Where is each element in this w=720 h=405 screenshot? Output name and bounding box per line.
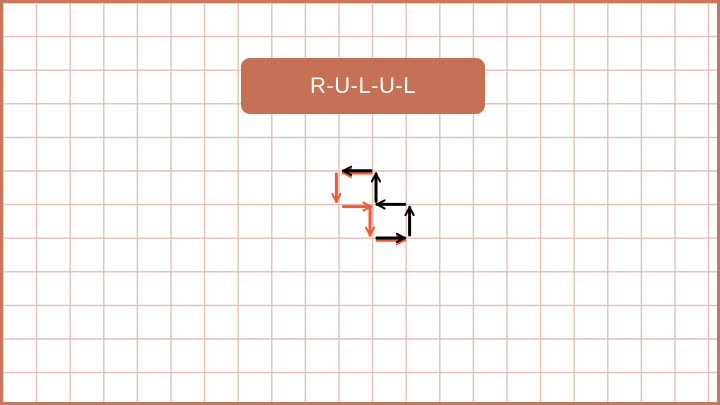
arrow-paths bbox=[331, 165, 415, 246]
black-arrow-path bbox=[341, 165, 415, 244]
sequence-label-box: R-U-L-U-L bbox=[241, 58, 485, 114]
sequence-label: R-U-L-U-L bbox=[310, 73, 416, 98]
orange-arrow-path bbox=[331, 167, 407, 246]
